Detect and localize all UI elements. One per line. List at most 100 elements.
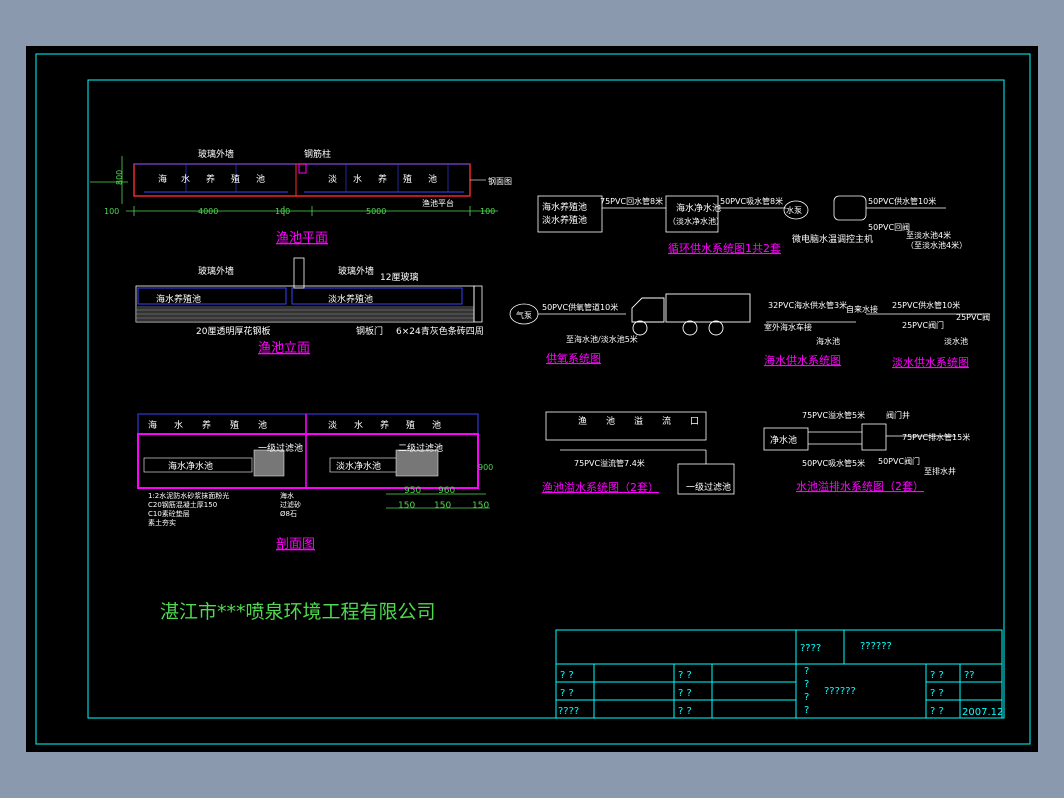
- overflow-title: 渔池溢水系统图（2套）: [542, 480, 659, 494]
- tb-cell: ????: [800, 643, 821, 654]
- sec-note: 素土夯实: [148, 518, 176, 527]
- tb-cell: ? ?: [678, 670, 692, 681]
- tb-cell: ?: [804, 679, 809, 690]
- sec-top-char: 殖: [406, 419, 415, 431]
- circ-valve: 50PVC回阀: [868, 223, 910, 232]
- sec-top-char: 水: [354, 419, 363, 431]
- plan-pond-char: 池: [428, 173, 437, 185]
- section-view: 海 水 养 殖 池 淡 水 养 殖 池 一级过滤池 二级过滤池 海水净水池 淡水…: [137, 413, 493, 552]
- sec-top-char: 养: [202, 419, 211, 431]
- drain-pipe2: 75PVC排水管15米: [902, 432, 970, 442]
- sec-top-char: 池: [258, 419, 267, 431]
- fresh-from: 自来水接: [846, 304, 878, 314]
- plan-pond-char: 淡: [328, 174, 337, 185]
- elev-wall-a: 玻璃外墙: [198, 265, 234, 277]
- circ-note: 至淡水池4米: [906, 230, 951, 240]
- sec-top-char: 池: [432, 419, 441, 431]
- circ-pipe2: 50PVC吸水管8米: [720, 196, 783, 206]
- circ-box2b: （淡水净水池）: [668, 216, 724, 226]
- fresh-title: 淡水供水系统图: [892, 355, 969, 369]
- sec-note2: 海水: [280, 491, 294, 500]
- sec-top-char: 海: [148, 419, 157, 431]
- circ-pump: 水泵: [786, 205, 802, 215]
- plan-platform-label: 渔池平台: [422, 198, 454, 208]
- overflow-char: 溢: [634, 415, 643, 427]
- overflow-char: 流: [662, 415, 671, 427]
- sec-note: 1:2水泥防水砂浆抹面粉光: [148, 491, 229, 500]
- elev-glass: 12厘玻璃: [380, 271, 418, 283]
- outer-border: [35, 53, 1031, 745]
- sec-note2: Ø8石: [280, 510, 297, 518]
- plan-pond-char: 养: [378, 173, 387, 185]
- drain-valve2: 50PVC阀门: [878, 456, 920, 466]
- plan-dim: 4000: [198, 207, 218, 216]
- sec-note2: 过滤砂: [280, 500, 301, 509]
- plan-wall-label: 玻璃外墙: [198, 148, 234, 160]
- oxy-pipe: 50PVC供氧管道10米: [542, 302, 618, 312]
- plan-pond-char: 殖: [403, 173, 412, 185]
- sea-supply-diagram: 32PVC海水供水管3米 室外海水车接 海水池 海水供水系统图: [764, 300, 856, 367]
- sec-note: C20钢筋混凝土厚150: [148, 500, 217, 509]
- elev-note2: 6×24青灰色条砖四周: [396, 325, 484, 337]
- tb-cell: ? ?: [930, 688, 944, 699]
- plan-pond-char: 池: [256, 173, 265, 185]
- fresh-valve: 25PVC阀门: [902, 320, 944, 330]
- sec-dim: 960: [438, 486, 455, 496]
- drain-box: 净水池: [770, 434, 797, 446]
- elev-note1: 20厘透明厚花钢板: [196, 325, 270, 337]
- sec-dim: 150: [398, 501, 415, 511]
- sec-top-char: 殖: [230, 419, 239, 431]
- pool-elevation-view: 玻璃外墙 玻璃外墙 12厘玻璃 海水养殖池 淡水养殖池 20厘透明厚花钢板 6×…: [135, 257, 484, 356]
- drain-to: 至排水井: [924, 466, 956, 476]
- pool-elevation-title: 渔池立面: [258, 341, 310, 356]
- sec-lower-left: 海水净水池: [168, 460, 213, 472]
- inner-border: [87, 79, 1005, 719]
- elev-note3: 钢板门: [356, 325, 383, 337]
- section-title: 剖面图: [276, 537, 315, 552]
- plan-dim: 5000: [366, 207, 386, 216]
- plan-dim: 100: [104, 207, 119, 216]
- oxy-pump: 气泵: [516, 310, 532, 320]
- elev-wall-b: 玻璃外墙: [338, 265, 374, 277]
- fresh-supply-diagram: 25PVC供水管10米 自来水接 25PVC阀门 25PVC阀 淡水池 淡水供水…: [846, 300, 990, 369]
- cad-drawing: 玻璃外墙 钢筋柱 海 水 养 殖 池 淡 水 养 殖 池 钢面图 800 100…: [35, 53, 1031, 745]
- sec-dim: 150: [434, 501, 451, 511]
- circ-box1b: 淡水养殖池: [542, 214, 587, 226]
- tb-cell: ??????: [860, 641, 892, 652]
- title-block: [555, 629, 1003, 719]
- tb-cell: ????: [558, 706, 579, 717]
- oxy-target: 至海水池/淡水池5米: [566, 334, 638, 344]
- circulation-title: 循环供水系统图1共2套: [668, 241, 781, 255]
- pool-plan-title: 渔池平面: [276, 231, 328, 246]
- pool-plan-view: 玻璃外墙 钢筋柱 海 水 养 殖 池 淡 水 养 殖 池 钢面图 800 100…: [90, 148, 512, 246]
- elev-right-pond: 淡水养殖池: [328, 293, 373, 305]
- sec-top-char: 养: [380, 419, 389, 431]
- drain-title: 水池溢排水系统图（2套）: [796, 479, 924, 493]
- company-name: 湛江市***喷泉环境工程有限公司: [160, 601, 436, 623]
- sec-filter2: 二级过滤池: [398, 442, 443, 454]
- tb-cell: ? ?: [930, 670, 944, 681]
- circ-pipe3: 50PVC供水管10米: [868, 196, 936, 206]
- tb-cell: ? ?: [930, 706, 944, 717]
- sea-pipe: 32PVC海水供水管3米: [768, 300, 847, 310]
- truck-icon: [631, 293, 751, 336]
- circ-pipe1: 75PVC回水管8米: [600, 196, 663, 206]
- tb-cell: ?: [804, 705, 809, 716]
- sec-top-char: 淡: [328, 420, 337, 431]
- sea-to: 海水池: [816, 336, 840, 346]
- overflow-char: 渔: [578, 416, 587, 427]
- tb-cell: ??: [964, 670, 975, 681]
- drain-pipe3: 50PVC吸水管5米: [802, 458, 865, 468]
- plan-pond-char: 水: [353, 173, 362, 185]
- circulation-system-diagram: 海水养殖池 淡水养殖池 海水净水池 （淡水净水池） 75PVC回水管8米 50P…: [537, 195, 967, 255]
- plan-column-label: 钢筋柱: [304, 148, 331, 160]
- circ-box2: 海水净水池: [676, 202, 721, 214]
- sec-dim: 900: [478, 463, 493, 472]
- overflow-filter: 一级过滤池: [686, 481, 731, 493]
- drain-valve1: 阀门井: [886, 410, 910, 420]
- drawing-canvas: 玻璃外墙 钢筋柱 海 水 养 殖 池 淡 水 养 殖 池 钢面图 800 100…: [26, 46, 1038, 752]
- sec-dim: 950: [404, 486, 421, 496]
- circ-device: 微电脑水温调控主机: [792, 233, 873, 245]
- plan-dim: 100: [480, 207, 495, 216]
- tb-cell: ??????: [824, 686, 856, 697]
